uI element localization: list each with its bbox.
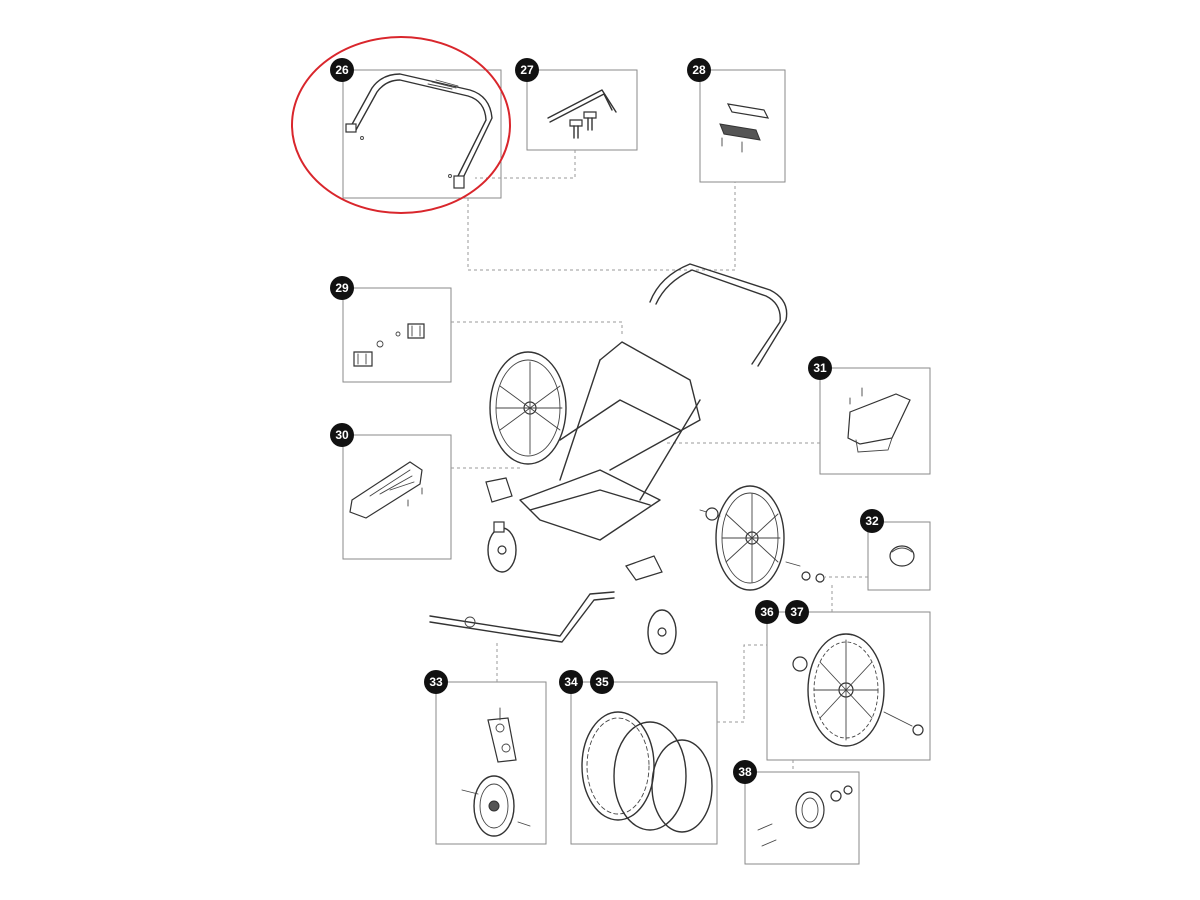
callout-label: 37	[790, 605, 804, 619]
detail-box-33	[435, 681, 547, 845]
end-cap	[889, 545, 915, 567]
callout-29: 29	[330, 276, 354, 300]
detail-box-31	[819, 367, 931, 475]
detail-box-32	[867, 521, 931, 591]
callout-26: 26	[330, 58, 354, 82]
wheel-hub	[757, 785, 853, 847]
caster-wheel-fork	[461, 707, 531, 837]
callout-33: 33	[424, 670, 448, 694]
callout-37: 37	[785, 600, 809, 624]
detail-box-30	[342, 434, 452, 560]
callout-31: 31	[808, 356, 832, 380]
allen-key-and-bolts	[547, 89, 617, 139]
tire-and-inner-tube	[581, 711, 713, 833]
callout-30: 30	[330, 423, 354, 447]
hinge-parts	[353, 323, 425, 367]
detail-box-28	[699, 69, 786, 183]
foot-rest-block	[847, 387, 911, 453]
callout-label: 32	[865, 514, 879, 528]
callout-label: 34	[564, 675, 578, 689]
callout-label: 38	[738, 765, 752, 779]
callout-36: 36	[755, 600, 779, 624]
detail-box-34-35	[570, 681, 718, 845]
callout-label: 36	[760, 605, 774, 619]
callout-38: 38	[733, 760, 757, 784]
callout-label: 29	[335, 281, 349, 295]
detail-box-36-37	[766, 611, 931, 761]
callout-label: 35	[595, 675, 609, 689]
callout-label: 28	[692, 63, 706, 77]
callout-label: 33	[429, 675, 443, 689]
callout-label: 26	[335, 63, 349, 77]
clip-set	[719, 103, 770, 153]
callout-label: 30	[335, 428, 349, 442]
detail-box-38	[744, 771, 860, 865]
callout-35: 35	[590, 670, 614, 694]
callout-32: 32	[860, 509, 884, 533]
callout-label: 31	[813, 361, 827, 375]
stroller-frame-assembly	[429, 263, 825, 655]
rear-wheel-assembly	[792, 633, 924, 747]
highlight-ring-part-26	[291, 36, 511, 214]
callout-27: 27	[515, 58, 539, 82]
callout-28: 28	[687, 58, 711, 82]
detail-box-29	[342, 287, 452, 383]
detail-box-27	[526, 69, 638, 151]
leader-lines	[451, 150, 868, 772]
bumper-bracket	[349, 461, 423, 519]
push-bar-handle	[345, 73, 493, 189]
detail-box-26	[342, 69, 502, 199]
callout-34: 34	[559, 670, 583, 694]
callout-label: 27	[520, 63, 534, 77]
